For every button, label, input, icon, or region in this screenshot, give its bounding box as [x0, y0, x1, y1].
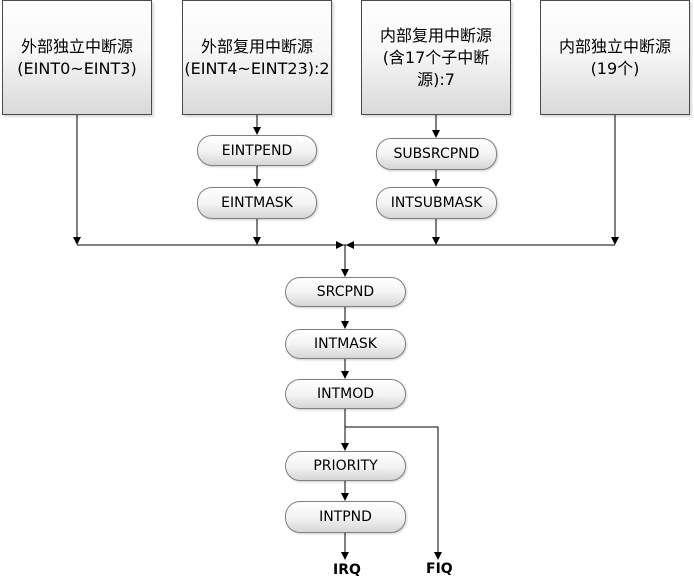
arrow-src4-bus	[611, 237, 619, 245]
register-label: INTSUBMASK	[390, 195, 483, 211]
arrow-bus-srcpnd	[341, 269, 349, 277]
register-label: INTMOD	[316, 386, 375, 402]
source-box-internal-multiplexed: 内部复用中断源 (含17个子中断 源):7	[361, 0, 511, 115]
arrow-irq	[341, 552, 349, 560]
arrow-intmod-priority	[341, 443, 349, 451]
register-label: INTMASK	[314, 336, 377, 352]
register-label: PRIORITY	[313, 458, 378, 474]
source-title: 外部复用中断源	[200, 36, 313, 56]
arrow-src1-bus	[73, 237, 81, 245]
arrow-src3-subsrcpnd	[432, 130, 440, 138]
arrow-intsubmask-bus	[432, 237, 440, 245]
arrow-eintpend-eintmask	[253, 179, 261, 187]
register-eintpend: EINTPEND	[197, 135, 317, 166]
arrow-bus-right-in	[346, 241, 354, 249]
source-detail: (19个)	[590, 58, 640, 78]
arrow-src2-eintpend	[253, 127, 261, 135]
source-detail-cont: 源):7	[417, 69, 455, 89]
register-intpnd: INTPND	[285, 501, 406, 533]
arrow-fiq	[434, 552, 442, 560]
arrow-srcpnd-intmask	[341, 321, 349, 329]
source-detail: (EINT0~EINT3)	[17, 58, 137, 78]
register-intmask: INTMASK	[285, 329, 406, 359]
register-label: SRCPND	[316, 284, 375, 300]
register-eintmask: EINTMASK	[197, 187, 317, 219]
arrow-priority-intpnd	[341, 493, 349, 501]
source-title: 内部独立中断源	[558, 36, 671, 56]
register-label: INTPND	[319, 509, 372, 525]
register-intmod: INTMOD	[285, 379, 406, 409]
arrow-eintmask-bus	[253, 237, 261, 245]
arrow-bus-left-in	[336, 241, 344, 249]
register-label: EINTMASK	[221, 195, 293, 211]
source-box-external-multiplexed: 外部复用中断源 (EINT4~EINT23):2	[182, 0, 332, 115]
output-fiq-label: FIQ	[426, 561, 453, 577]
arrow-intmask-intmod	[341, 371, 349, 379]
wire-intmod-fiq	[345, 426, 439, 556]
source-box-internal-independent: 内部独立中断源 (19个)	[540, 0, 690, 115]
register-subsrcpnd: SUBSRCPND	[376, 138, 497, 170]
register-label: EINTPEND	[221, 142, 293, 159]
register-priority: PRIORITY	[285, 451, 406, 481]
source-title: 内部复用中断源	[379, 25, 492, 45]
source-detail: (EINT4~EINT23):2	[184, 58, 330, 78]
register-srcpnd: SRCPND	[285, 277, 406, 307]
register-intsubmask: INTSUBMASK	[376, 187, 497, 219]
register-label: SUBSRCPND	[393, 146, 480, 162]
source-box-external-independent: 外部独立中断源 (EINT0~EINT3)	[2, 0, 152, 115]
output-irq-label: IRQ	[333, 562, 361, 578]
source-title: 外部独立中断源	[20, 36, 133, 56]
source-detail: (含17个子中断	[382, 47, 490, 67]
arrow-subsrcpnd-intsubmask	[432, 179, 440, 187]
